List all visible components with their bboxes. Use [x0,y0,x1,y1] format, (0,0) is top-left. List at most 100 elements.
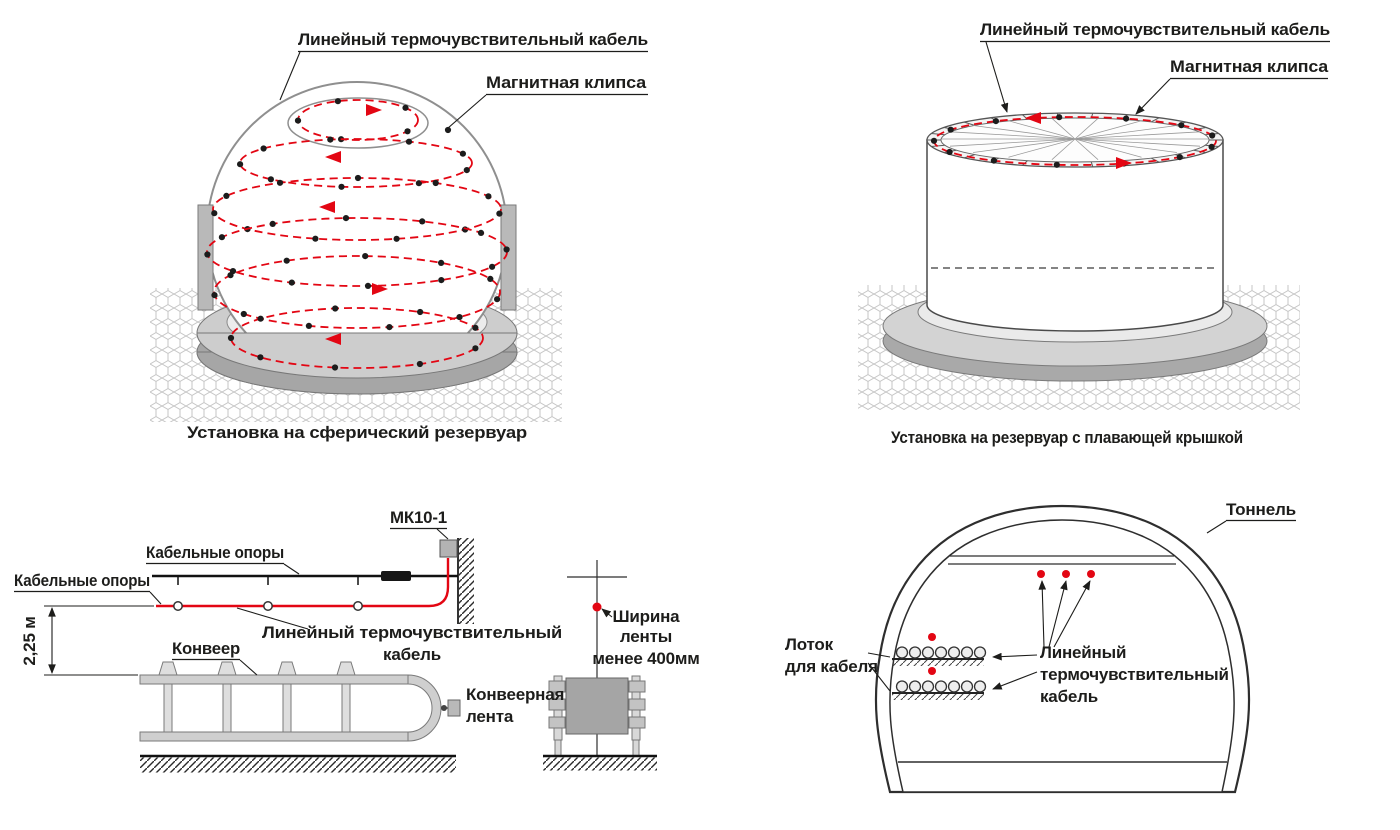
cable-leader-line [279,51,301,101]
magnetic-clip-dot [269,220,276,227]
magnetic-clip-dot [405,138,413,145]
stand-knob [548,680,566,693]
roof-spoke [1008,120,1076,140]
stand-knob [628,716,646,729]
magnetic-clip-dot [218,234,225,241]
conveyor-leg [282,683,292,733]
conveyor-structure [139,661,461,742]
cable-direction-arrow [1116,157,1132,169]
height-dimension-label: 2,25 м [20,616,39,665]
cable-arrow [1053,580,1091,648]
tray-cable [895,680,909,693]
stand-knob [548,698,566,711]
stand-leg [632,739,640,757]
stand-knob [548,716,566,729]
cable-direction-arrows [319,104,388,345]
belt-label-line2: лента [466,707,514,726]
magnetic-clip-dot [463,167,470,174]
roof-spoke [1074,138,1201,147]
diagram-floating-roof-tank: Линейный термочувствительный кабель Магн… [858,20,1330,447]
tray-cable [934,680,948,693]
cable-tray-row-1 [892,633,987,666]
mk10-1-device [439,539,458,558]
diagram-caption: Установка на резервуар с плавающей крышк… [891,428,1243,447]
height-dimension: 2,25 м [20,605,154,676]
cable-label-line1: Линейный термочувствительный [262,623,562,642]
conveyor-leg [222,683,232,733]
roof-spoke [1074,138,1177,153]
magnetic-clip-dot [332,305,339,312]
roof-spoke [1051,118,1076,140]
magnetic-clip-dot [211,210,218,217]
magnetic-clip-dot [338,136,345,143]
diagram-spherical-tank: Линейный термочувствительный кабель Магн… [150,30,648,442]
idler-roller [158,661,178,676]
roof-spoke [1008,138,1076,158]
roof-spoke [973,125,1076,140]
cable-arrow [1038,580,1047,648]
sphere-legs [197,204,517,311]
belt-bottom-run [139,731,409,742]
rim-tick [931,144,945,147]
magnetic-clip-dot [260,145,267,152]
stand-leg [554,739,562,757]
cable-loop-group [930,112,1217,169]
diagram-caption: Установка на сферический резервуар [187,423,527,442]
magnetic-clip-dot [267,176,274,183]
tray-label-line2: для кабеля [785,657,878,676]
cable-label: Линейный термочувствительный кабель [980,20,1330,39]
magnetic-clip-dot [472,345,479,352]
belt-width-label-line3: менее 400мм [592,649,699,668]
tray-cable [947,646,961,659]
cable-supports-label-bottom: Кабельные опоры [14,571,150,590]
magnetic-clip-dot [276,179,284,186]
magnetic-clip-dot [444,126,452,134]
cable-label: Линейный термочувствительный кабель [298,30,648,49]
cable-loop [230,307,484,369]
magnetic-clip-dot [416,360,423,368]
rim-inner-ring [940,117,1210,163]
rim-tick [1150,117,1160,123]
cable-leader-line [985,41,1009,113]
magnetic-clip-dot [354,174,362,182]
magnetic-clip-dot [294,117,302,124]
thermo-cable-dot [1062,570,1070,578]
magnetic-clip-dot [417,308,424,316]
belt-section [565,677,629,735]
tray-cable [908,680,922,693]
tray-cable [960,680,974,693]
idler-roller [277,661,297,676]
roof-spoke [1074,138,1142,158]
magnetic-clip-dot [419,218,426,225]
magnetic-clip-dot [342,215,350,222]
tray-cable [908,646,922,659]
magnetic-clip-dot [257,315,264,322]
magnetic-clip-dot [456,314,463,321]
cable-label-line2: термочувствительный [1040,665,1229,684]
magnetic-clip-dot [1056,114,1063,121]
magnetic-clip-dot [338,183,345,190]
cable-label-line2: кабель [383,645,441,664]
tank-shell [926,139,1224,332]
magnetic-clip-dot [432,179,439,187]
callout-lines [980,40,1330,115]
cable-direction-arrow [372,283,388,295]
magnetic-clip-dot [312,235,319,242]
diagram-tunnel: Тоннель Лоток для кабеля Линейный термоч… [785,500,1296,794]
foundation-front-ring [196,332,518,395]
diagram-conveyor: 2,25 м [14,508,700,773]
callout-lines [14,527,449,676]
cable-direction-arrow [319,201,335,213]
magnetic-clip-dot [487,275,494,282]
cable-tray-row-2 [892,667,987,700]
magnetic-clip-dot [223,192,230,199]
clip-label: Магнитная клипса [1170,57,1329,76]
rim-tick [964,121,975,126]
magnetic-clip-dot [237,161,244,168]
conveyor-leg [341,683,351,733]
tray-cable [973,680,987,693]
roof-spoke [949,138,1076,147]
magnetic-clip-dot [438,277,445,284]
cable-direction-arrow [325,333,341,345]
